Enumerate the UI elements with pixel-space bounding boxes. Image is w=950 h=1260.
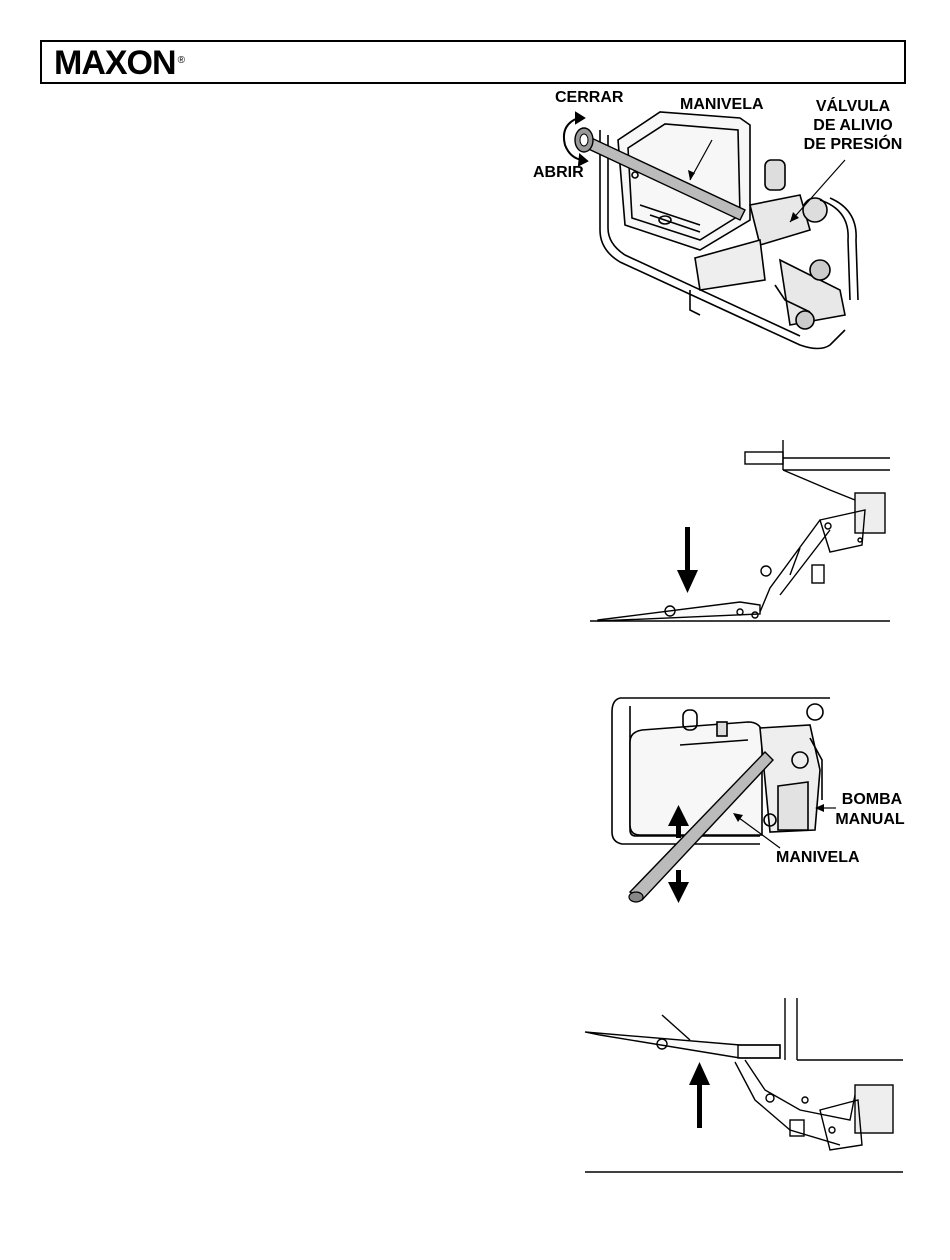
up-arrow-icon xyxy=(689,1062,710,1128)
